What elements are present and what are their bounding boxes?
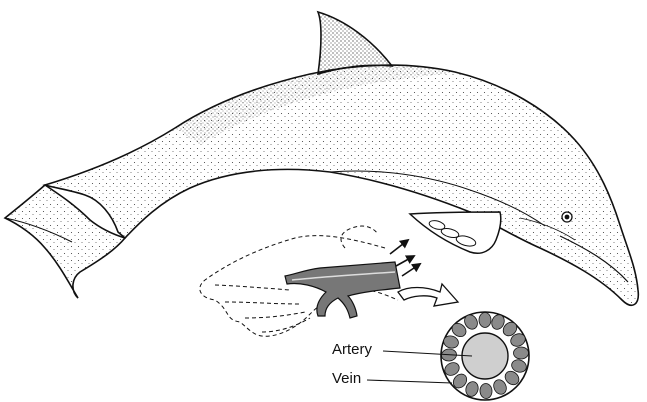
vessel-cross-section xyxy=(441,312,529,400)
dolphin-dorsal-fin xyxy=(318,12,392,74)
flipper-detail xyxy=(200,226,458,336)
vein-label: Vein xyxy=(332,370,361,387)
artery-label: Artery xyxy=(332,341,372,358)
dolphin xyxy=(5,12,638,305)
vessel-bundle xyxy=(285,262,400,318)
pointer-arrow xyxy=(398,284,458,306)
vein-leader-line xyxy=(367,380,452,383)
